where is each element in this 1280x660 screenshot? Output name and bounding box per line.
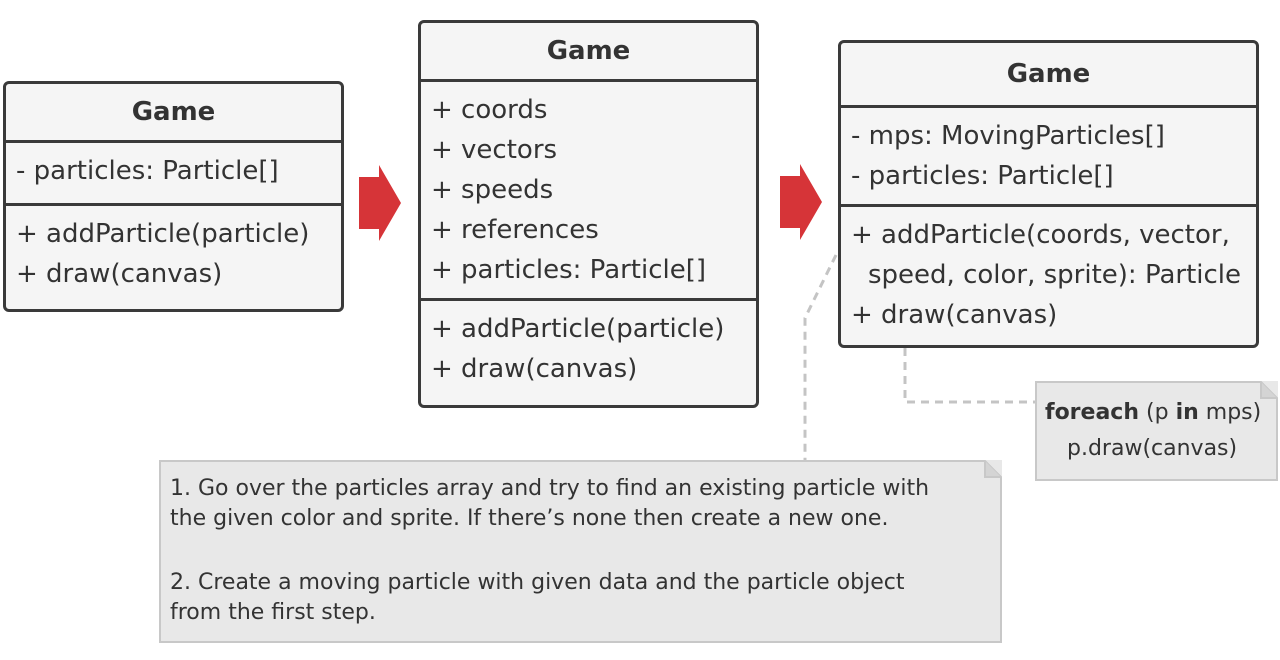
- field-row: + speeds: [431, 175, 554, 205]
- fields-section: + coords + vectors + speeds + references…: [421, 79, 756, 298]
- note-shape: [1035, 381, 1278, 481]
- field-row: - mps: MovingParticles[]: [851, 121, 1165, 151]
- method-row: + addParticle(particle): [431, 314, 725, 344]
- method-row: + draw(canvas): [851, 300, 1058, 330]
- note-shape: [159, 460, 1002, 643]
- transition-arrow-1: [359, 165, 401, 241]
- note-line-1: foreach (p in mps): [1045, 395, 1278, 431]
- method-row: + addParticle(coords, vector,: [851, 220, 1230, 250]
- class-name: Game: [546, 36, 631, 66]
- transition-arrow-2: [780, 164, 822, 240]
- methods-section: + addParticle(particle) + draw(canvas): [6, 203, 341, 302]
- note-text: mps): [1198, 400, 1262, 425]
- game-class-original: Game - particles: Particle[] + addPartic…: [3, 81, 344, 312]
- class-name: Game: [1006, 59, 1091, 89]
- field-row: + coords: [431, 95, 548, 125]
- note-line-2: p.draw(canvas): [1067, 436, 1238, 461]
- game-class-flyweight: Game - mps: MovingParticles[] - particle…: [838, 40, 1259, 348]
- method-row: + addParticle(particle): [16, 219, 310, 249]
- field-row: - particles: Particle[]: [851, 161, 1114, 191]
- game-class-extracted: Game + coords + vectors + speeds + refer…: [418, 20, 759, 408]
- fields-section: - mps: MovingParticles[] - particles: Pa…: [841, 105, 1256, 204]
- draw-method-note: foreach (p in mps) p.draw(canvas): [1035, 381, 1278, 481]
- note-text: (p: [1139, 400, 1176, 425]
- field-row: + references: [431, 215, 599, 245]
- field-row: + vectors: [431, 135, 558, 165]
- method-row: speed, color, sprite): Particle: [868, 260, 1242, 290]
- class-name: Game: [131, 97, 216, 127]
- methods-section: + addParticle(coords, vector, speed, col…: [841, 204, 1256, 343]
- note-line: 1. Go over the particles array and try t…: [170, 476, 930, 501]
- draw-note-connector: [903, 348, 1036, 404]
- methods-section: + addParticle(particle) + draw(canvas): [421, 298, 756, 397]
- add-particle-note: 1. Go over the particles array and try t…: [159, 460, 1002, 643]
- keyword-in: in: [1175, 400, 1199, 425]
- note-line: from the first step.: [170, 600, 376, 625]
- method-row: + draw(canvas): [431, 354, 638, 384]
- field-row: - particles: Particle[]: [16, 156, 279, 186]
- fields-section: - particles: Particle[]: [6, 140, 341, 203]
- add-note-connector: [803, 254, 838, 460]
- note-line: the given color and sprite. If there’s n…: [170, 506, 889, 531]
- keyword-foreach: foreach: [1045, 400, 1140, 425]
- field-row: + particles: Particle[]: [431, 255, 707, 285]
- note-line: 2. Create a moving particle with given d…: [170, 570, 905, 595]
- method-row: + draw(canvas): [16, 259, 223, 289]
